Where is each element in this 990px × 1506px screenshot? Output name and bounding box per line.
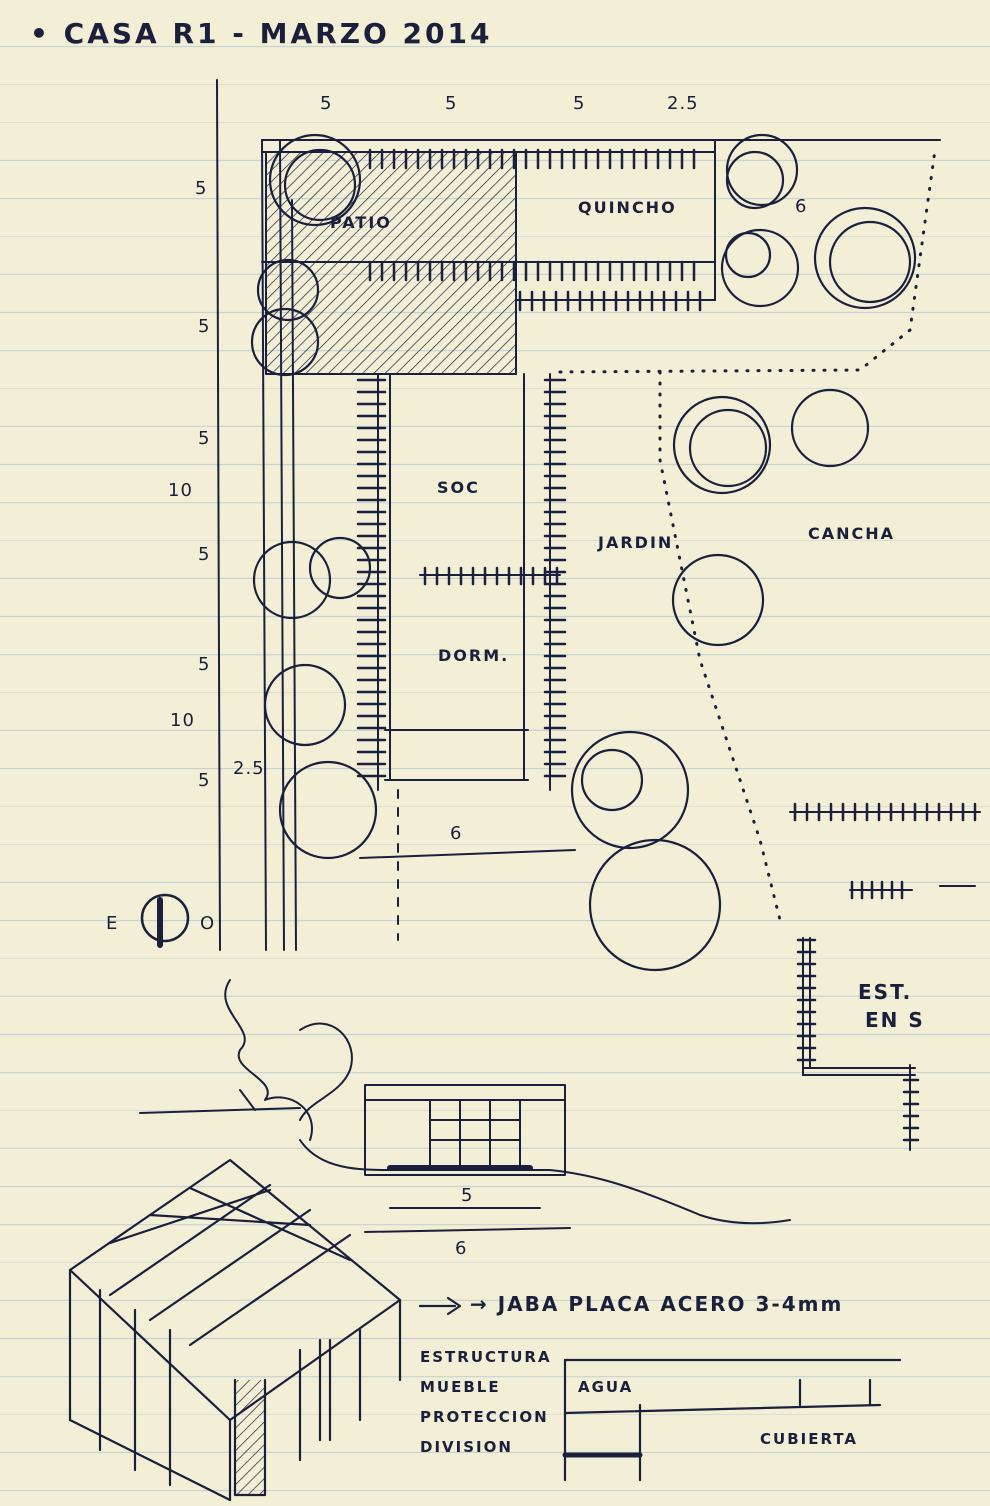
room-label-jardin: JARDIN bbox=[598, 533, 674, 552]
isometric-structure-sketch bbox=[68, 1158, 402, 1502]
dim-left-3: 5 bbox=[198, 428, 211, 449]
dim-bottom: 6 bbox=[450, 823, 463, 844]
dim-left-7: 10 bbox=[170, 710, 195, 731]
note-list-1: ESTRUCTURA bbox=[420, 1348, 552, 1366]
section-dim-inner: 5 bbox=[461, 1185, 474, 1206]
compass-west: O bbox=[200, 913, 216, 934]
label-agua: AGUA bbox=[578, 1378, 634, 1396]
section-drawing bbox=[139, 979, 791, 1233]
room-label-dorm: DORM. bbox=[438, 646, 510, 665]
roof-detail-sketch bbox=[418, 1296, 902, 1482]
dim-left-5: 5 bbox=[198, 544, 211, 565]
section-dim-outer: 6 bbox=[455, 1238, 468, 1259]
plan-top-wing bbox=[261, 139, 941, 375]
dim-top-1: 5 bbox=[320, 93, 333, 114]
compass-east: E bbox=[106, 913, 119, 934]
room-label-soc: SOC bbox=[437, 478, 480, 497]
dim-left-2: 5 bbox=[198, 316, 211, 337]
plan-middle-wing bbox=[359, 373, 576, 941]
note-list-3: PROTECCION bbox=[420, 1408, 549, 1426]
dim-left-8: 2.5 bbox=[233, 758, 265, 779]
dim-right: 6 bbox=[795, 196, 808, 217]
dim-left-9: 5 bbox=[198, 770, 211, 791]
dim-left-6: 5 bbox=[198, 654, 211, 675]
dim-top-4: 2.5 bbox=[667, 93, 699, 114]
note-list-2: MUEBLE bbox=[420, 1378, 501, 1396]
note-list-4: DIVISION bbox=[420, 1438, 513, 1456]
label-cubierta: CUBIERTA bbox=[760, 1430, 859, 1448]
right-detail-walls bbox=[789, 811, 981, 1151]
room-label-cancha: CANCHA bbox=[808, 524, 896, 543]
dim-left-1: 5 bbox=[195, 178, 208, 199]
note-jaba: → JABA PLACA ACERO 3-4mm bbox=[470, 1292, 844, 1316]
room-label-quincho: QUINCHO bbox=[578, 198, 677, 217]
dim-left-4: 10 bbox=[168, 480, 193, 501]
trees bbox=[250, 133, 917, 972]
compass-symbol bbox=[140, 893, 190, 948]
dim-top-2: 5 bbox=[445, 93, 458, 114]
label-est: EST. bbox=[858, 980, 913, 1004]
label-en-s: EN S bbox=[865, 1008, 925, 1032]
dim-top-3: 5 bbox=[573, 93, 586, 114]
dotted-site-lines bbox=[558, 148, 937, 922]
sketch-title: • CASA R1 - MARZO 2014 bbox=[30, 17, 493, 50]
room-label-patio: PATIO bbox=[330, 213, 392, 232]
